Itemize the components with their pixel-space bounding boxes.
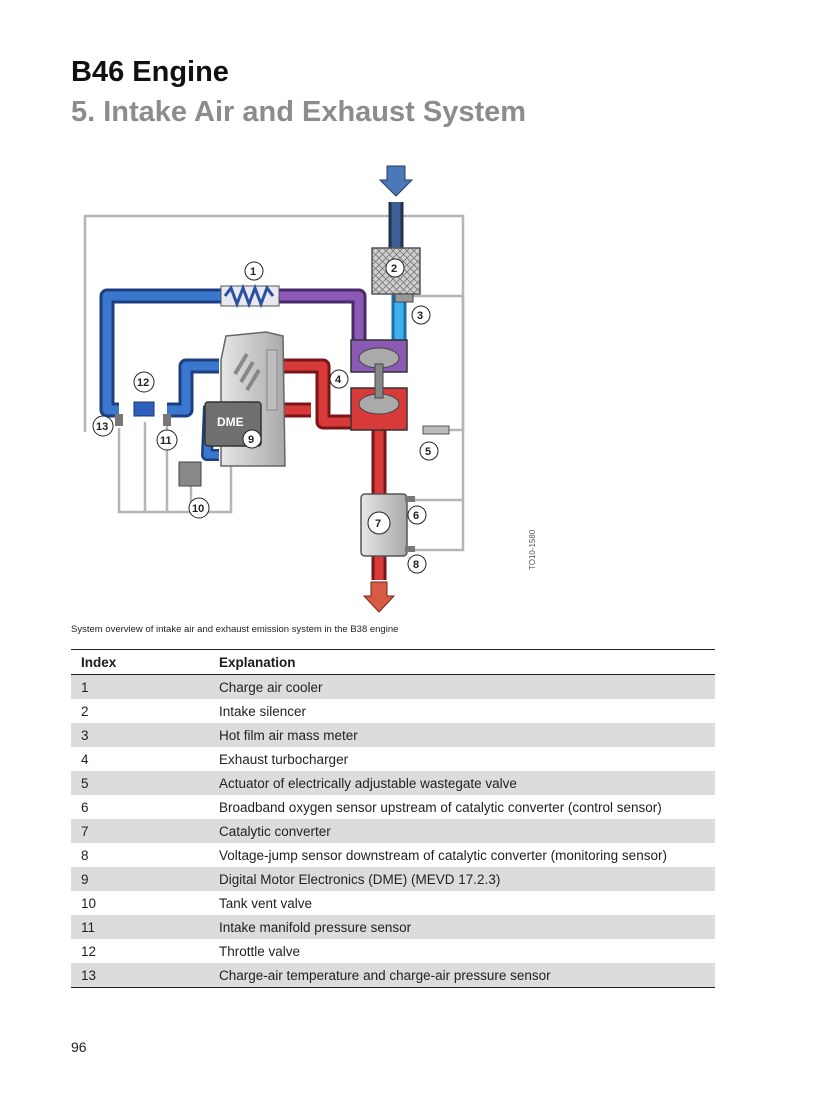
oxygen-sensor-8-icon — [405, 546, 415, 552]
row-explanation: Hot film air mass meter — [209, 723, 715, 747]
row-explanation: Tank vent valve — [219, 895, 313, 911]
callout-8: 8 — [407, 554, 427, 574]
callout-13: 13 — [92, 415, 114, 437]
intake-air-path — [99, 202, 404, 461]
exhaust-arrow-icon — [362, 581, 396, 613]
row-index: 8 — [81, 847, 89, 863]
callout-9: 9 — [242, 429, 262, 449]
callout-2: 2 — [385, 258, 405, 278]
sensor-13-icon — [115, 414, 123, 426]
turbocharger — [350, 339, 408, 431]
tank-vent-valve-icon — [178, 461, 202, 487]
callout-6: 6 — [407, 505, 427, 525]
svg-text:13: 13 — [96, 421, 108, 433]
row-explanation: Charge air cooler — [209, 674, 715, 699]
sensor-11-icon — [163, 414, 171, 426]
figure-caption: System overview of intake air and exhaus… — [71, 624, 399, 635]
table-row: 8 Voltage-jump sensor downstream of catal… — [71, 843, 715, 867]
column-header-explanation: Explanation — [209, 649, 715, 675]
table-row: 4 Exhaust turbocharger — [71, 747, 715, 771]
callout-7: 7 — [367, 511, 391, 535]
column-header-index: Index — [71, 649, 209, 675]
table-row: 2 Intake silencer — [71, 699, 715, 723]
callout-11: 11 — [156, 429, 178, 451]
wiring-harness — [83, 214, 465, 552]
svg-text:7: 7 — [375, 518, 381, 530]
row-index: 9 — [71, 867, 209, 891]
section-subtitle: 5. Intake Air and Exhaust System — [71, 96, 527, 128]
row-index: 10 — [81, 895, 97, 911]
figure-code: TO10-1580 — [528, 529, 537, 570]
svg-text:2: 2 — [391, 263, 397, 275]
svg-text:11: 11 — [160, 435, 172, 447]
callout-1: 1 — [244, 261, 264, 281]
throttle-valve-icon — [133, 401, 155, 417]
callout-10: 10 — [188, 497, 210, 519]
row-explanation: Digital Motor Electronics (DME) (MEVD 17… — [209, 867, 715, 891]
callout-12: 12 — [133, 371, 155, 393]
row-index: 11 — [71, 915, 209, 939]
callout-3: 3 — [411, 305, 431, 325]
charge-air-path — [275, 288, 367, 340]
svg-text:1: 1 — [250, 266, 256, 278]
row-index: 7 — [71, 819, 209, 843]
svg-text:4: 4 — [335, 374, 342, 386]
row-explanation: Catalytic converter — [209, 819, 715, 843]
row-index: 13 — [71, 963, 209, 988]
svg-text:12: 12 — [137, 377, 149, 389]
row-explanation: Intake manifold pressure sensor — [209, 915, 715, 939]
svg-text:3: 3 — [417, 310, 423, 322]
page-number: 96 — [71, 1039, 87, 1055]
callout-5: 5 — [419, 441, 439, 461]
row-index: 5 — [71, 771, 209, 795]
row-explanation: Charge-air temperature and charge-air pr… — [209, 963, 715, 988]
table-row: 12 Throttle valve — [71, 939, 715, 963]
row-explanation: Exhaust turbocharger — [219, 751, 349, 767]
svg-text:6: 6 — [413, 510, 419, 522]
row-explanation: Intake silencer — [219, 703, 307, 719]
wastegate-actuator-icon — [422, 425, 450, 435]
charge-air-cooler-icon — [220, 283, 280, 309]
row-explanation: Broadband oxygen sensor upstream of cata… — [219, 799, 662, 815]
table-row: 6 Broadband oxygen sensor upstream of cat… — [71, 795, 715, 819]
row-index: 12 — [81, 943, 97, 959]
page-title: B46 Engine — [71, 56, 229, 88]
row-index: 6 — [81, 799, 89, 815]
row-explanation: Actuator of electrically adjustable wast… — [209, 771, 715, 795]
row-index: 1 — [71, 674, 209, 699]
row-index: 2 — [81, 703, 89, 719]
intake-arrow-icon — [378, 165, 414, 197]
air-mass-meter-icon — [394, 293, 414, 303]
legend-header-row: Index Explanation — [71, 649, 715, 675]
row-index: 3 — [71, 723, 209, 747]
callouts: 1 2 3 4 5 6 7 8 9 10 11 12 13 — [92, 258, 439, 574]
oxygen-sensor-6-icon — [405, 496, 415, 502]
row-index: 4 — [81, 751, 89, 767]
row-explanation: Voltage-jump sensor downstream of cataly… — [219, 847, 667, 863]
callout-4: 4 — [329, 369, 349, 389]
svg-text:5: 5 — [425, 446, 431, 458]
svg-text:10: 10 — [192, 503, 204, 515]
table-row: 10 Tank vent valve — [71, 891, 715, 915]
row-explanation: Throttle valve — [219, 943, 301, 959]
svg-text:8: 8 — [413, 559, 419, 571]
dme-label: DME — [217, 415, 244, 429]
svg-text:9: 9 — [248, 434, 254, 446]
intake-exhaust-diagram: DME 1 2 3 4 5 6 7 8 9 10 11 12 13 — [83, 165, 465, 613]
